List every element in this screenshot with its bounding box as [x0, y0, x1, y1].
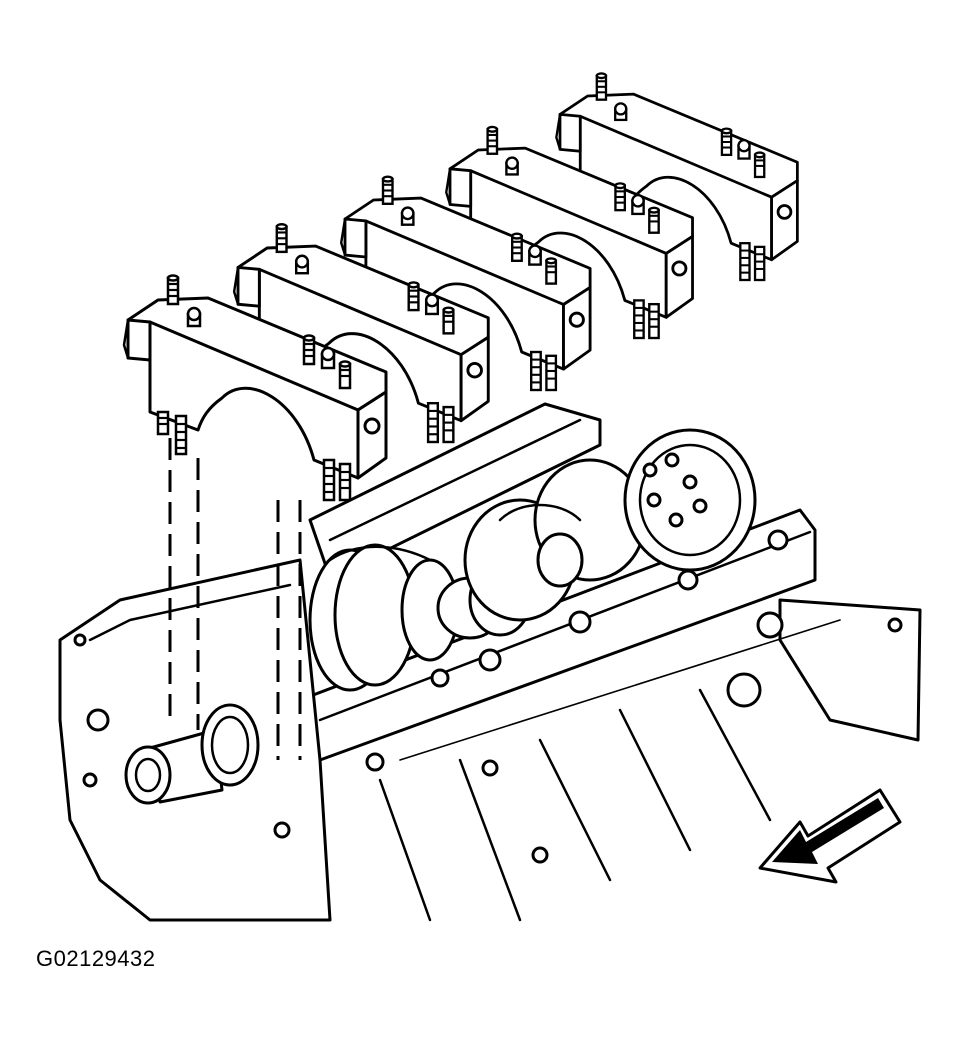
crankshaft-snout	[124, 703, 260, 805]
alignment-lines	[168, 438, 302, 760]
engine-block	[58, 402, 922, 922]
crankshaft	[308, 458, 647, 692]
view-direction-arrow-icon	[758, 788, 902, 884]
figure-identifier: G02129432	[36, 946, 156, 971]
reluctor-wheel	[623, 428, 757, 572]
exploded-view-drawing	[58, 72, 922, 922]
